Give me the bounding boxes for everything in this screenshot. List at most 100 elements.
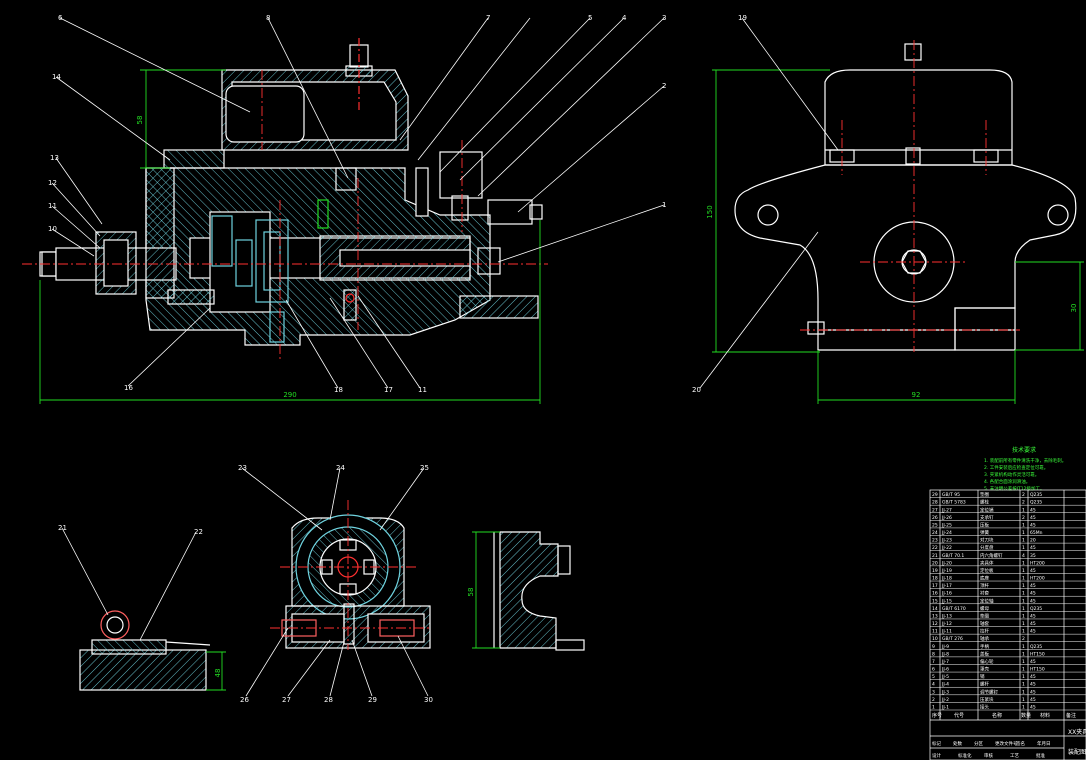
balloon-2: 2 bbox=[662, 82, 666, 90]
bom-cell: 6 bbox=[932, 667, 935, 673]
bom-cell: 1 bbox=[1022, 651, 1025, 657]
bom-cell: 螺杆 bbox=[980, 681, 989, 688]
bom-cell: 1 bbox=[1022, 598, 1025, 604]
bom-cell: 顶杆 bbox=[980, 582, 989, 589]
bom-cell: JJ-16 bbox=[941, 591, 952, 597]
bom-cell: JJ-11 bbox=[941, 629, 952, 635]
bom-cell: 65Mn bbox=[1030, 530, 1043, 536]
notes-line-3: 3. 夹紧机构动作灵活可靠。 bbox=[984, 471, 1039, 478]
bom-cell: 拉杆 bbox=[980, 628, 989, 635]
bom-cell: 5 bbox=[932, 674, 935, 680]
bom-cell: 定位板 bbox=[980, 567, 994, 574]
bom-cell: 2 bbox=[1022, 500, 1025, 506]
bom-cell: 4 bbox=[932, 682, 935, 688]
balloon-11b: 11 bbox=[418, 386, 427, 394]
bom-cell: JJ-5 bbox=[941, 674, 949, 680]
technical-notes: 技术要求 1. 装配前所有零件清洗干净，去除毛刺。 2. 工件安装后应检查定位可… bbox=[984, 446, 1066, 492]
balloon-27: 27 bbox=[282, 696, 291, 704]
bom-cell: 45 bbox=[1030, 682, 1036, 688]
bom-cell: 45 bbox=[1030, 689, 1036, 695]
bom-cell: 调节螺钉 bbox=[980, 688, 998, 695]
dim-front-width: 290 bbox=[283, 391, 296, 399]
bom-cell: 1 bbox=[1022, 697, 1025, 703]
balloon-16: 16 bbox=[124, 384, 133, 392]
bom-cell: 45 bbox=[1030, 674, 1036, 680]
balloon-23: 23 bbox=[238, 464, 247, 472]
side-view bbox=[734, 43, 1077, 351]
title-block-cell: 设计 bbox=[932, 752, 941, 759]
bom-cell: Q235 bbox=[1030, 644, 1042, 650]
bom-cell: HT200 bbox=[1030, 560, 1045, 566]
bom-cell: 对刀块 bbox=[980, 537, 994, 544]
bom-cell: 35 bbox=[1030, 553, 1036, 559]
bom-cell: 2 bbox=[932, 697, 935, 703]
bom-cell: 2 bbox=[1022, 492, 1025, 498]
bom-cell: 1 bbox=[1022, 606, 1025, 612]
dim-small-w: 58 bbox=[467, 588, 475, 597]
title-block-cell: 年月日 bbox=[1037, 740, 1051, 747]
title-block-drawing: 装配图 bbox=[1068, 748, 1086, 756]
balloon-3: 3 bbox=[662, 14, 666, 22]
bom-cell: 1 bbox=[1022, 629, 1025, 635]
bom-cell: 1 bbox=[1022, 621, 1025, 627]
balloon-6: 6 bbox=[58, 14, 63, 22]
dim-small-h: 48 bbox=[214, 669, 222, 678]
bom-cell: 20 bbox=[1030, 538, 1036, 544]
bom-cell: 1 bbox=[1022, 644, 1025, 650]
bom-cell: 定位轴 bbox=[980, 597, 994, 604]
bom-header-name: 名称 bbox=[992, 712, 1002, 719]
bom-cell: 45 bbox=[1030, 545, 1036, 551]
bom-cell: 1 bbox=[1022, 538, 1025, 544]
bom-cell: 定位销 bbox=[980, 506, 994, 513]
bom-cell: 20 bbox=[932, 560, 938, 566]
bom-cell: HT200 bbox=[1030, 576, 1045, 582]
bom-cell: 19 bbox=[932, 568, 938, 574]
bom-cell: JJ-25 bbox=[941, 522, 952, 528]
bracket-section-view bbox=[493, 531, 585, 651]
bom-cell: 7 bbox=[932, 659, 935, 665]
bom-cell: 偏心轮 bbox=[980, 658, 994, 665]
bom-cell: 1 bbox=[1022, 583, 1025, 589]
bom-cell: 29 bbox=[932, 492, 938, 498]
notes-line-5: 5. 未注明公差按IT12级加工。 bbox=[984, 485, 1045, 492]
bom-cell: JJ-12 bbox=[941, 621, 952, 627]
bom-cell: GB/T 5783 bbox=[942, 500, 966, 506]
bom-cell: HT150 bbox=[1030, 667, 1045, 673]
bom-cell: 1 bbox=[1022, 560, 1025, 566]
bom-cell: 45 bbox=[1030, 613, 1036, 619]
balloon-20: 20 bbox=[692, 386, 701, 394]
bom-cell: 1 bbox=[1022, 522, 1025, 528]
balloon-29: 29 bbox=[368, 696, 377, 704]
bom-cell: 45 bbox=[1030, 697, 1036, 703]
dim-side-width: 92 bbox=[912, 391, 921, 399]
title-block-cell: 签名 bbox=[1016, 740, 1025, 747]
title-block-cell: 标记 bbox=[932, 740, 941, 747]
notes-line-4: 4. 各配合面涂润滑油。 bbox=[984, 478, 1030, 485]
title-block-cell: 处数 bbox=[953, 740, 962, 747]
bom-cell: 1 bbox=[1022, 689, 1025, 695]
bom-cell: JJ-1 bbox=[941, 705, 949, 711]
bom-cell: 8 bbox=[932, 651, 935, 657]
bom-cell: 45 bbox=[1030, 522, 1036, 528]
bom-cell: 1 bbox=[1022, 674, 1025, 680]
bom-cell: 1 bbox=[1022, 705, 1025, 711]
bom-header-qty: 数量 bbox=[1021, 712, 1031, 719]
clamp-detail-view bbox=[79, 610, 211, 691]
bom-cell: 1 bbox=[1022, 667, 1025, 673]
bom-cell: 销 bbox=[980, 673, 985, 680]
bom-cell: 45 bbox=[1030, 598, 1036, 604]
bom-cell: 45 bbox=[1030, 659, 1036, 665]
bom-cell: JJ-18 bbox=[941, 576, 952, 582]
balloon-10: 10 bbox=[48, 225, 57, 233]
bom-cell: Q235 bbox=[1030, 492, 1042, 498]
bom-header-code: 代号 bbox=[954, 712, 964, 719]
bom-cell: 21 bbox=[932, 553, 938, 559]
bom-cell: 垫圈 bbox=[980, 491, 989, 498]
balloon-7: 7 bbox=[486, 14, 490, 22]
bom-cell: 螺栓 bbox=[980, 499, 989, 506]
bom-cell: 18 bbox=[932, 576, 938, 582]
bom-cell: JJ-3 bbox=[941, 689, 949, 695]
bom-cell: JJ-23 bbox=[941, 538, 952, 544]
bom-cell: 轴套 bbox=[980, 620, 989, 627]
bill-of-materials-table bbox=[929, 489, 1086, 760]
